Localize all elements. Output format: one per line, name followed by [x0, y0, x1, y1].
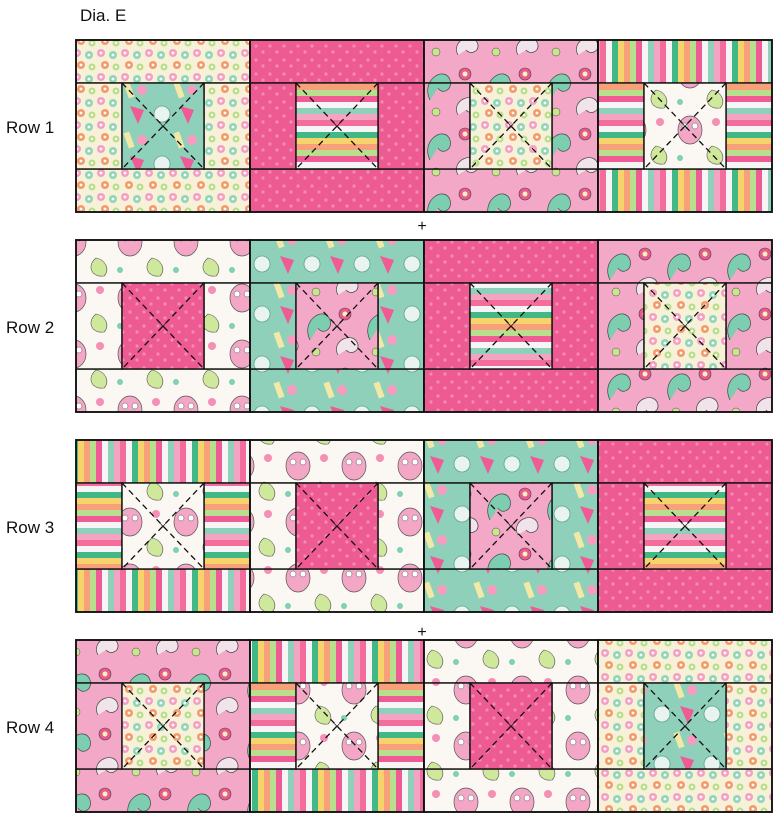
quilt-block-r3-c4: ×	[598, 440, 772, 612]
center-mark: ×	[334, 121, 340, 133]
quilt-block-r1-c4: ×	[598, 40, 772, 212]
center-mark: ×	[682, 721, 688, 733]
frame-left-strip	[76, 83, 122, 169]
quilt-block-r2-c3: ×	[424, 240, 598, 412]
frame-left-strip	[76, 283, 122, 369]
quilt-block-r4-c4: ×	[598, 640, 772, 812]
center-mark: ×	[508, 721, 514, 733]
quilt-block-r4-c3: ×	[424, 640, 598, 812]
frame-bottom-strip	[76, 569, 250, 612]
frame-top-strip	[424, 640, 598, 683]
frame-right-strip	[552, 483, 598, 569]
quilt-block-r2-c1: ×	[76, 240, 250, 412]
frame-left-strip	[598, 683, 644, 769]
frame-right-strip	[552, 683, 598, 769]
center-mark: ×	[508, 321, 514, 333]
frame-top-strip	[76, 240, 250, 283]
frame-left-strip	[424, 283, 470, 369]
frame-right-strip	[204, 483, 250, 569]
frame-right-strip	[378, 83, 424, 169]
frame-bottom-strip	[250, 369, 424, 412]
frame-top-strip	[424, 40, 598, 83]
frame-left-strip	[424, 83, 470, 169]
quilt-block-r4-c1: ×	[76, 640, 250, 812]
frame-right-strip	[726, 283, 772, 369]
frame-top-strip	[250, 440, 424, 483]
quilt-block-r1-c3: ×	[424, 40, 598, 212]
frame-right-strip	[726, 683, 772, 769]
quilt-block-r3-c3: ×	[424, 440, 598, 612]
frame-left-strip	[250, 683, 296, 769]
frame-right-strip	[378, 483, 424, 569]
frame-right-strip	[726, 83, 772, 169]
frame-top-strip	[250, 240, 424, 283]
frame-left-strip	[250, 83, 296, 169]
center-mark: ×	[682, 121, 688, 133]
frame-bottom-strip	[250, 169, 424, 212]
center-mark: ×	[334, 521, 340, 533]
frame-bottom-strip	[424, 569, 598, 612]
frame-left-strip	[250, 483, 296, 569]
frame-right-strip	[378, 683, 424, 769]
frame-right-strip	[204, 83, 250, 169]
center-mark: ×	[160, 321, 166, 333]
frame-bottom-strip	[76, 169, 250, 212]
center-mark: ×	[682, 521, 688, 533]
quilt-block-r3-c2: ×	[250, 440, 424, 612]
quilt-block-r1-c2: ×	[250, 40, 424, 212]
frame-left-strip	[424, 483, 470, 569]
center-mark: ×	[334, 321, 340, 333]
frame-bottom-strip	[424, 769, 598, 812]
frame-left-strip	[76, 683, 122, 769]
frame-left-strip	[598, 483, 644, 569]
frame-top-strip	[598, 440, 772, 483]
frame-top-strip	[250, 640, 424, 683]
frame-bottom-strip	[250, 569, 424, 612]
frame-right-strip	[204, 683, 250, 769]
center-mark: ×	[160, 121, 166, 133]
frame-right-strip	[378, 283, 424, 369]
frame-bottom-strip	[76, 369, 250, 412]
center-mark: ×	[160, 521, 166, 533]
frame-right-strip	[552, 283, 598, 369]
frame-top-strip	[76, 440, 250, 483]
frame-top-strip	[598, 240, 772, 283]
center-mark: ×	[682, 321, 688, 333]
frame-top-strip	[598, 40, 772, 83]
frame-bottom-strip	[598, 569, 772, 612]
center-mark: ×	[508, 121, 514, 133]
frame-top-strip	[76, 640, 250, 683]
frame-right-strip	[552, 83, 598, 169]
center-mark: ×	[508, 521, 514, 533]
frame-bottom-strip	[424, 169, 598, 212]
frame-bottom-strip	[598, 169, 772, 212]
quilt-block-r2-c4: ×	[598, 240, 772, 412]
frame-right-strip	[726, 483, 772, 569]
frame-bottom-strip	[424, 369, 598, 412]
frame-left-strip	[598, 83, 644, 169]
frame-bottom-strip	[598, 369, 772, 412]
frame-bottom-strip	[76, 769, 250, 812]
quilt-block-r4-c2: ×	[250, 640, 424, 812]
frame-top-strip	[250, 40, 424, 83]
frame-left-strip	[424, 683, 470, 769]
center-mark: ×	[334, 721, 340, 733]
center-mark: ×	[160, 721, 166, 733]
frame-left-strip	[598, 283, 644, 369]
frame-top-strip	[76, 40, 250, 83]
frame-top-strip	[424, 240, 598, 283]
frame-bottom-strip	[250, 769, 424, 812]
frame-right-strip	[204, 283, 250, 369]
frame-top-strip	[424, 440, 598, 483]
frame-left-strip	[250, 283, 296, 369]
frame-bottom-strip	[598, 769, 772, 812]
frame-top-strip	[598, 640, 772, 683]
quilt-block-r3-c1: ×	[76, 440, 250, 612]
quilt-block-r1-c1: ×	[76, 40, 250, 212]
quilt-block-r2-c2: ×	[250, 240, 424, 412]
frame-left-strip	[76, 483, 122, 569]
